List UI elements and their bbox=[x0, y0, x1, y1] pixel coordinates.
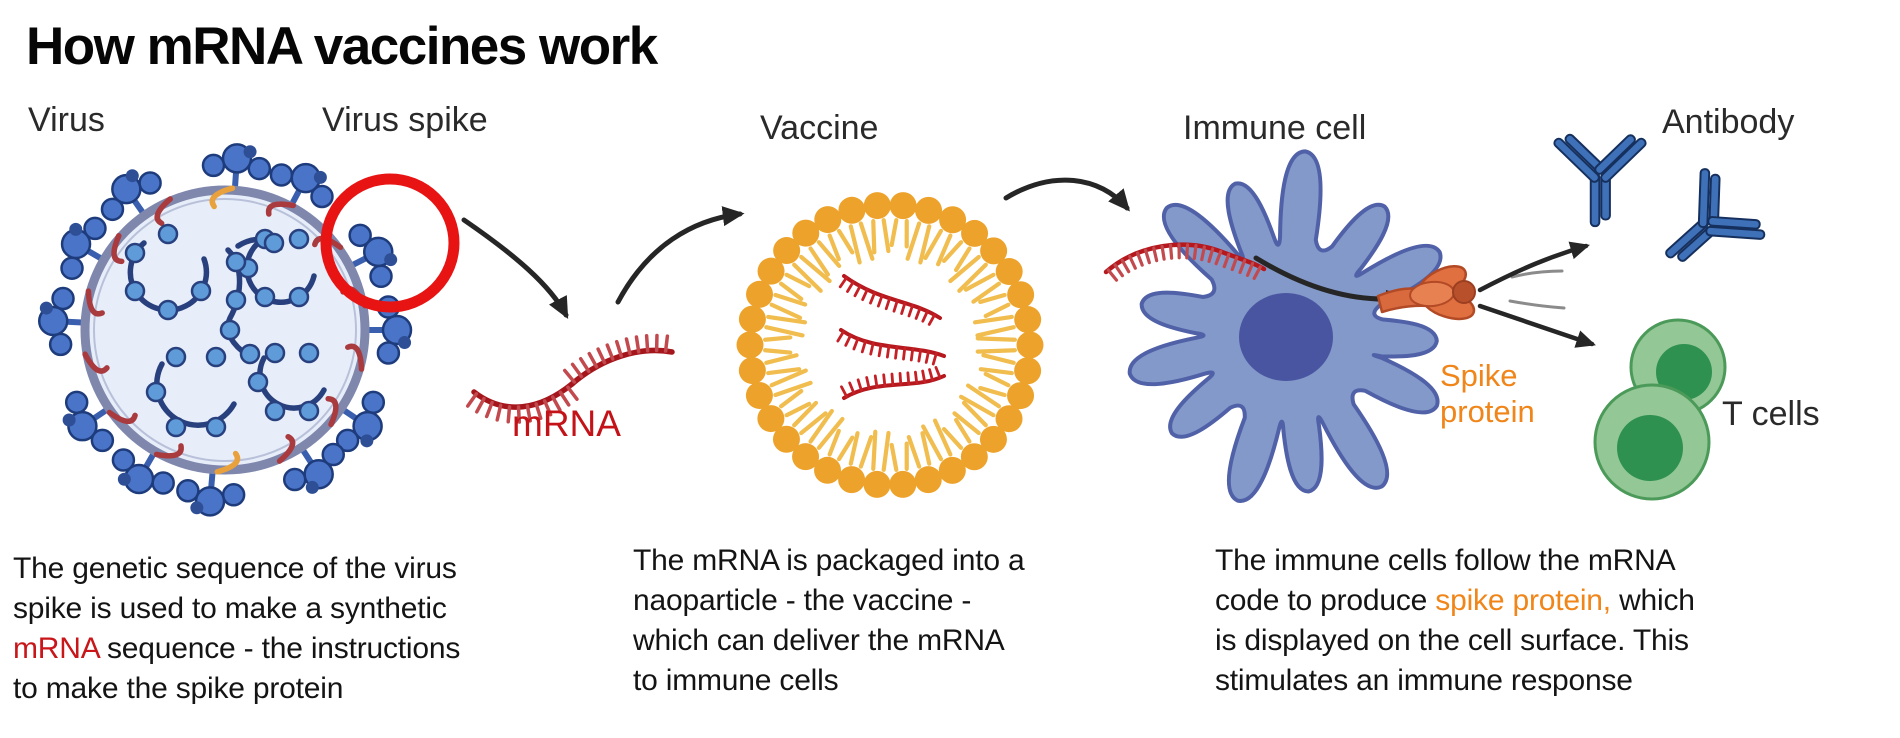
label-mrna: mRNA bbox=[512, 403, 621, 444]
caption-1-highlight-mrna: mRNA bbox=[13, 632, 99, 665]
label-vaccine: Vaccine bbox=[760, 109, 879, 147]
label-immune-cell: Immune cell bbox=[1183, 109, 1367, 147]
caption-packaged-nanoparticle: The mRNA is packaged into a naoparticle … bbox=[633, 541, 1025, 701]
mrna-strand bbox=[465, 333, 675, 424]
label-virus: Virus bbox=[28, 101, 105, 139]
label-t-cells: T cells bbox=[1722, 395, 1820, 433]
caption-1-post: sequence - the instructions to make the … bbox=[13, 632, 461, 705]
arrow-spike-to-tcells bbox=[1477, 303, 1596, 348]
flow-arrows bbox=[461, 177, 1130, 320]
label-spike-protein: Spike protein bbox=[1440, 358, 1535, 429]
arrow-spike-to-antibody bbox=[1477, 241, 1590, 293]
t-cell-2 bbox=[1593, 383, 1711, 501]
immune-cell-illustration bbox=[1103, 149, 1566, 503]
caption-2-text: The mRNA is packaged into a naoparticle … bbox=[633, 544, 1025, 697]
virus-spike-highlight-circle bbox=[320, 173, 460, 313]
label-virus-spike: Virus spike bbox=[322, 101, 488, 139]
caption-3-highlight-spike-protein: spike protein, bbox=[1435, 584, 1611, 617]
caption-3-post: which is displayed on the cell surface. … bbox=[1215, 584, 1695, 697]
caption-1-pre: The genetic sequence of the virus spike … bbox=[13, 552, 457, 625]
virus-envelope-inner-line bbox=[93, 198, 357, 462]
caption-immune-response: The immune cells follow the mRNA code to… bbox=[1215, 541, 1695, 701]
page-title: How mRNA vaccines work bbox=[26, 17, 658, 76]
vaccine-nanoparticle bbox=[736, 191, 1044, 499]
virus-illustration bbox=[37, 143, 413, 517]
spike-protein-illustration bbox=[1376, 264, 1476, 321]
antibody-icon-2 bbox=[1638, 158, 1776, 296]
arrow-virus-to-mrna bbox=[461, 217, 569, 320]
arrow-mrna-to-vaccine bbox=[615, 206, 745, 305]
genome-beads bbox=[124, 223, 320, 438]
vaccine-mrna-strands bbox=[836, 274, 946, 400]
caption-genetic-sequence: The genetic sequence of the virus spike … bbox=[13, 549, 460, 709]
motion-lines bbox=[1508, 269, 1566, 310]
caption-3-pre: The immune cells follow the mRNA code to… bbox=[1215, 544, 1676, 617]
virus-spike-icons bbox=[37, 143, 413, 517]
t-cell-icons bbox=[1593, 318, 1727, 501]
arrow-vaccine-to-immune-cell bbox=[1003, 177, 1130, 212]
response-arrows bbox=[1477, 241, 1596, 348]
immune-cell-nucleus bbox=[1239, 293, 1333, 381]
label-antibody: Antibody bbox=[1662, 103, 1795, 141]
lipid-heads-ring bbox=[736, 191, 1044, 499]
lipid-tails bbox=[763, 218, 1017, 472]
virus-genome bbox=[124, 223, 327, 438]
antibody-icon-1 bbox=[1551, 128, 1649, 228]
immune-cell-mrna-strand bbox=[1103, 242, 1267, 282]
